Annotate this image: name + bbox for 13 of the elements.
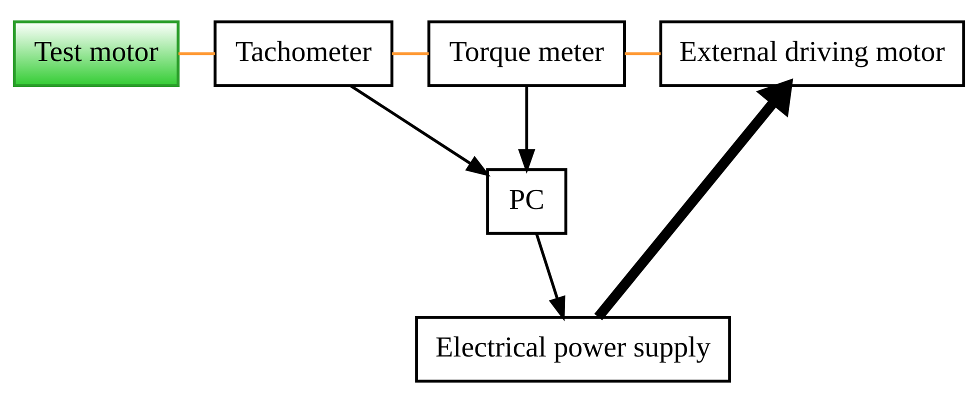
node-box: External driving motor	[659, 20, 966, 88]
node-box: PC	[486, 168, 568, 235]
arrow	[535, 233, 566, 322]
node-box: Electrical power supply	[415, 316, 732, 383]
node-box: Tachometer	[214, 20, 394, 88]
node-box: Test motor	[12, 20, 180, 88]
arrow	[350, 84, 491, 177]
arrow	[594, 78, 794, 320]
connector	[392, 52, 429, 56]
arrow	[518, 86, 536, 174]
connector	[624, 52, 661, 56]
node-box: Torque meter	[427, 20, 626, 88]
connector	[178, 52, 216, 56]
